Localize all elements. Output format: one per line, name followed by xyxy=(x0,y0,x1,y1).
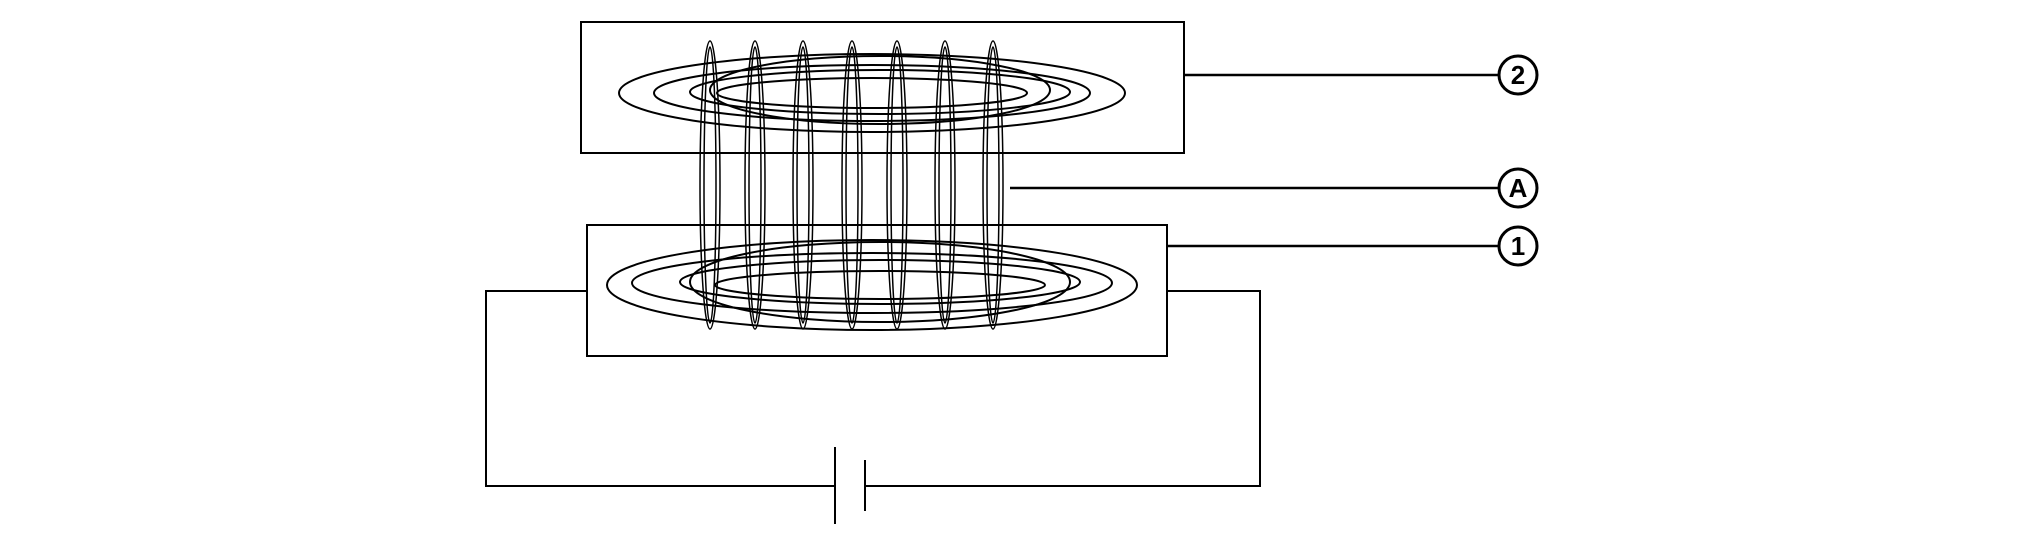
primary-field-loops xyxy=(606,239,1138,331)
coil-turn xyxy=(703,46,717,324)
coil-turn xyxy=(890,46,904,324)
callout-circle-a xyxy=(1497,167,1539,209)
callout-label-a: A xyxy=(1509,173,1528,203)
coil-turn xyxy=(934,40,956,330)
coil-turn xyxy=(796,46,810,324)
primary-coil-box xyxy=(586,224,1168,357)
coil-turn xyxy=(748,46,762,324)
coil-turn xyxy=(744,40,766,330)
left-wire xyxy=(485,290,835,487)
callout-circle-2 xyxy=(1497,54,1539,96)
coil-turn xyxy=(886,40,908,330)
coil-turn xyxy=(938,46,952,324)
coil-turn xyxy=(792,40,814,330)
coil-turn xyxy=(699,40,721,330)
right-wire xyxy=(865,290,1261,487)
callout-circle-1 xyxy=(1497,225,1539,267)
coil-turn xyxy=(986,46,1000,324)
callout-label-1: 1 xyxy=(1511,231,1525,261)
coil-turn xyxy=(982,40,1004,330)
secondary-field-loops xyxy=(618,53,1126,133)
callout-label-2: 2 xyxy=(1511,60,1525,90)
secondary-coil-box xyxy=(580,21,1185,154)
coil-turn xyxy=(841,40,863,330)
coil-turns xyxy=(699,40,1004,330)
coil-turn xyxy=(845,46,859,324)
